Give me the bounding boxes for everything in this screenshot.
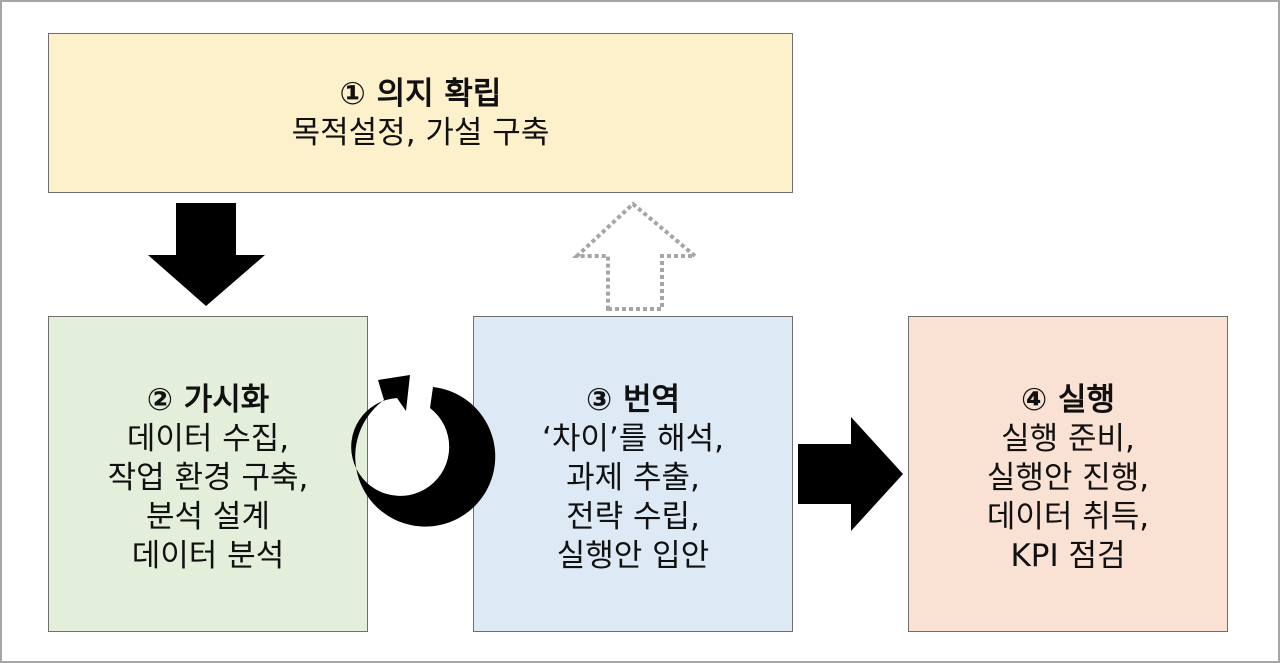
translate-line: ‘차이’를 해석, bbox=[541, 421, 724, 457]
execute-title: ④ 실행 bbox=[1020, 382, 1116, 418]
visualize-box: ② 가시화 데이터 수집, 작업 환경 구축, 분석 설계 데이터 분석 bbox=[48, 316, 368, 632]
translate-line: 실행안 입안 bbox=[556, 538, 710, 574]
circular-arrow-icon bbox=[351, 375, 496, 527]
translate-box: ③ 번역 ‘차이’를 해석, 과제 추출, 전략 수립, 실행안 입안 bbox=[473, 316, 793, 632]
execute-line: 실행안 진행, bbox=[986, 460, 1150, 496]
dotted-up-arrow-icon bbox=[571, 201, 701, 311]
translate-title: ③ 번역 bbox=[585, 382, 681, 418]
visualize-title: ② 가시화 bbox=[146, 382, 270, 418]
solid-down-arrow-icon bbox=[148, 203, 265, 306]
translate-line: 전략 수립, bbox=[566, 499, 700, 535]
execute-line: 실행 준비, bbox=[1001, 421, 1135, 457]
visualize-line: 데이터 수집, bbox=[126, 421, 290, 457]
visualize-line: 데이터 분석 bbox=[131, 538, 285, 574]
translate-line: 과제 추출, bbox=[566, 460, 700, 496]
intent-title: ① 의지 확립 bbox=[339, 75, 502, 112]
execute-box: ④ 실행 실행 준비, 실행안 진행, 데이터 취득, KPI 점검 bbox=[908, 316, 1228, 632]
intent-box: ① 의지 확립 목적설정, 가설 구축 bbox=[48, 33, 793, 193]
solid-right-arrow-icon bbox=[798, 417, 903, 531]
execute-line: 데이터 취득, bbox=[986, 499, 1150, 535]
visualize-line: 분석 설계 bbox=[146, 499, 270, 535]
intent-line: 목적설정, 가설 구축 bbox=[291, 114, 550, 151]
execute-line: KPI 점검 bbox=[1010, 538, 1126, 574]
visualize-line: 작업 환경 구축, bbox=[107, 460, 309, 496]
